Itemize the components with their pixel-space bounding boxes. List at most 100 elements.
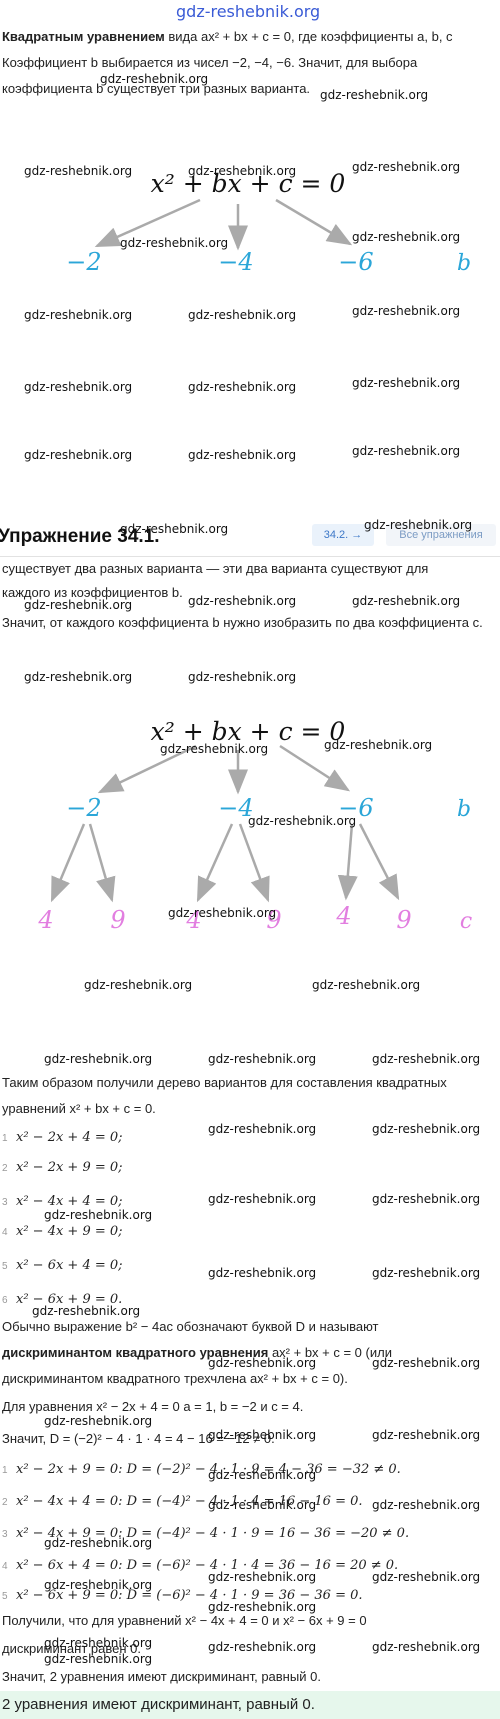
intro-line-2: Коэффициент b выбирается из чисел −2, −4…: [2, 55, 418, 70]
watermark-text: gdz-reshebnik.org: [372, 1428, 481, 1442]
mid-line-1: существует два разных варианта — эти два…: [2, 561, 429, 576]
list-number: 3: [2, 1197, 8, 1208]
mid-line-2: каждого из коэффициентов b.: [2, 585, 183, 600]
tree2-arrow-b3: [279, 744, 351, 792]
watermark-text: gdz-reshebnik.org: [352, 160, 461, 174]
equation-text: x² − 6x + 4 = 0: D = (−6)² − 4 · 1 · 4 =…: [16, 1558, 399, 1573]
watermark-text: gdz-reshebnik.org: [372, 1052, 481, 1066]
watermark-text: gdz-reshebnik.org: [24, 448, 133, 462]
equation-text: x² − 4x + 4 = 0: D = (−4)² − 4 · 1 · 4 =…: [16, 1494, 363, 1509]
tree2-b-node-2: −4: [218, 794, 253, 822]
equation-text: x² − 4x + 4 = 0;: [16, 1194, 123, 1209]
list-number: 2: [2, 1497, 8, 1508]
tree2-c-node-1: 4: [37, 906, 53, 934]
watermark-text: gdz-reshebnik.org: [24, 308, 133, 322]
watermark-text: gdz-reshebnik.org: [24, 670, 133, 684]
list-item: 1 x² − 2x + 9 = 0: D = (−2)² − 4 · 1 · 9 …: [2, 1460, 496, 1479]
tree2-label-b: b: [457, 797, 471, 822]
conclusion-line-3: Значит, 2 уравнения имеют дискриминант, …: [2, 1669, 321, 1684]
tree2-arrow-c4: [238, 823, 270, 903]
intro-line-1: Квадратным уравнением вида ax² + bx + c …: [2, 28, 496, 45]
watermark-text: gdz-reshebnik.org: [352, 376, 461, 390]
watermark-text: gdz-reshebnik.org: [208, 1356, 317, 1370]
list-number: 1: [2, 1133, 8, 1144]
watermark-text: gdz-reshebnik.org: [188, 164, 297, 178]
tree2-arrow-c6: [358, 823, 400, 901]
watermark-text: gdz-reshebnik.org: [160, 742, 269, 756]
watermark-text: gdz-reshebnik.org: [372, 1570, 481, 1584]
watermark-text: gdz-reshebnik.org: [352, 594, 461, 608]
watermark-text: gdz-reshebnik.org: [44, 1652, 153, 1666]
all-exercises-button[interactable]: Все упражнения: [386, 524, 496, 546]
watermark-text: gdz-reshebnik.org: [312, 978, 421, 992]
mid-line-3: Значит, от каждого коэффициента b нужно …: [2, 615, 483, 630]
equation-text: x² − 2x + 4 = 0;: [16, 1130, 123, 1145]
watermark-text: gdz-reshebnik.org: [208, 1498, 317, 1512]
watermark-text: gdz-reshebnik.org: [168, 906, 277, 920]
watermark-text: gdz-reshebnik.org: [188, 448, 297, 462]
list-item: 3 x² − 4x + 4 = 0;: [2, 1192, 496, 1211]
list-number: 1: [2, 1465, 8, 1476]
tree2-arrow-c5: [337, 823, 358, 901]
watermark-text: gdz-reshebnik.org: [320, 88, 429, 102]
tree-diagram-2: x² + bx + c = 0 −2 −4 −6 b 4 9 4 9 4 9 c: [37, 717, 472, 934]
equation-text: x² − 6x + 9 = 0: D = (−6)² − 4 · 1 · 9 =…: [16, 1588, 363, 1603]
section-title: Упражнение 34.1.: [0, 526, 160, 547]
watermark-text: gdz-reshebnik.org: [24, 164, 133, 178]
watermark-text: gdz-reshebnik.org: [24, 598, 133, 612]
watermark-text: gdz-reshebnik.org: [84, 978, 193, 992]
list-number: 2: [2, 1163, 8, 1174]
watermark-text: gdz-reshebnik.org: [352, 304, 461, 318]
disc-line-1: Обычно выражение b² − 4ac обозначают бук…: [2, 1319, 379, 1334]
conclusion-line-2: дискриминант равен 0.: [2, 1641, 141, 1656]
watermark-text: gdz-reshebnik.org: [208, 1468, 317, 1482]
tree2-label-c: c: [460, 909, 472, 934]
watermark-text: gdz-reshebnik.org: [208, 1192, 317, 1206]
watermark-text: gdz-reshebnik.org: [372, 1356, 481, 1370]
watermark-text: gdz-reshebnik.org: [44, 1536, 153, 1550]
equation-text: x² − 4x + 9 = 0: D = (−4)² − 4 · 1 · 9 =…: [16, 1526, 410, 1541]
watermark-text: gdz-reshebnik.org: [44, 1636, 153, 1650]
watermark-text: gdz-reshebnik.org: [44, 1052, 153, 1066]
watermark-text: gdz-reshebnik.org: [208, 1428, 317, 1442]
list-item: 2 x² − 4x + 4 = 0: D = (−4)² − 4 · 1 · 4 …: [2, 1492, 496, 1511]
tree1-label-b: b: [457, 251, 471, 276]
list-item: 1 x² − 2x + 4 = 0;: [2, 1128, 496, 1147]
watermark-text: gdz-reshebnik.org: [208, 1640, 317, 1654]
equation-text: x² − 6x + 9 = 0.: [16, 1292, 123, 1307]
disc-term: дискриминантом квадратного уравнения: [2, 1345, 269, 1360]
watermark-text: gdz-reshebnik.org: [44, 1578, 153, 1592]
equation-text: x² − 2x + 9 = 0: D = (−2)² − 4 · 1 · 9 =…: [16, 1462, 401, 1477]
watermark-text: gdz-reshebnik.org: [372, 1122, 481, 1136]
disc-line-3: дискриминантом квадратного трехчлена ax²…: [2, 1371, 348, 1386]
tree2-c-node-3: 4: [185, 906, 201, 934]
watermark-text: gdz-reshebnik.org: [324, 738, 433, 752]
tree2-b-node-3: −6: [338, 794, 373, 822]
tree2-arrow-c2: [88, 823, 116, 903]
equation-text: x² − 6x + 4 = 0;: [16, 1258, 123, 1273]
tree1-equation: x² + bx + c = 0: [151, 169, 346, 198]
intro-line-3: коэффициента b существует три разных вар…: [2, 81, 311, 96]
disc-line-2: дискриминантом квадратного уравнения ax²…: [2, 1344, 496, 1361]
watermark-text: gdz-reshebnik.org: [120, 522, 229, 536]
list-number: 4: [2, 1561, 8, 1572]
tree2-c-node-4: 9: [266, 906, 281, 934]
tree-text-line-1: Таким образом получили дерево вариантов …: [2, 1075, 447, 1090]
tree-diagram-1: x² + bx + c = 0 −2 −4 −6 b: [66, 169, 471, 276]
watermark-text: gdz-reshebnik.org: [44, 1414, 153, 1428]
list-number: 5: [2, 1261, 8, 1272]
watermark-text: gdz-reshebnik.org: [208, 1122, 317, 1136]
tree2-c-node-2: 9: [110, 906, 125, 934]
tree2-arrow-b1: [97, 744, 197, 794]
next-exercise-button[interactable]: 34.2. →: [312, 524, 374, 546]
tree1-node-3: −6: [338, 248, 373, 276]
watermark-text: gdz-reshebnik.org: [188, 308, 297, 322]
tree2-c-node-6: 9: [396, 906, 411, 934]
intro-term: Квадратным уравнением: [2, 29, 165, 44]
tree1-arrow-left: [94, 198, 201, 248]
watermark-text: gdz-reshebnik.org: [208, 1052, 317, 1066]
